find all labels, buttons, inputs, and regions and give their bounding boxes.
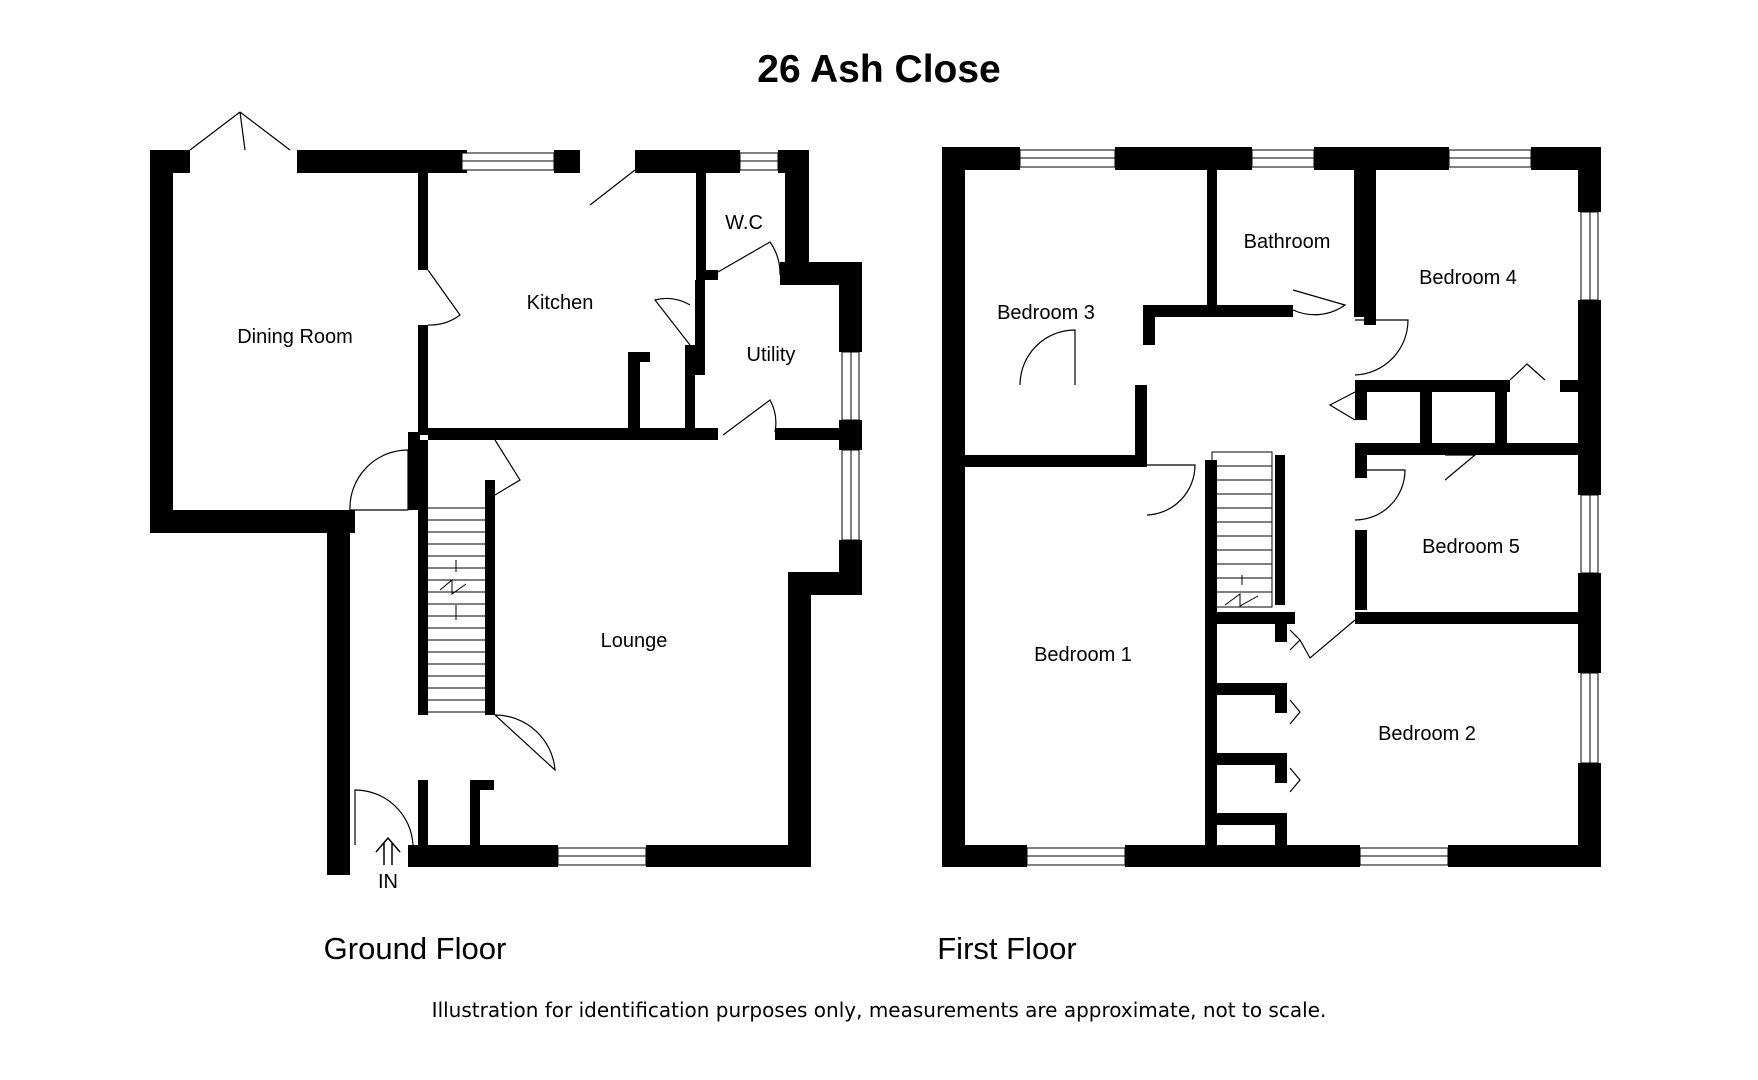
entrance-arrow-icon [375,836,401,865]
room-label-dining-room: Dining Room [237,326,353,348]
first-floor-doors [1019,289,1546,793]
room-label-kitchen: Kitchen [527,292,594,314]
room-label-bedroom-3: Bedroom 3 [997,302,1095,324]
room-label-bedroom-1: Bedroom 1 [1034,644,1132,666]
room-label-lounge: Lounge [601,630,668,652]
room-label-bedroom-4: Bedroom 4 [1419,267,1517,289]
ground-floor-caption: Ground Floor [324,931,507,966]
entrance-label: IN [378,871,398,893]
ground-floor-doors [189,111,781,846]
plan-title: 26 Ash Close [757,48,1000,91]
room-label-bedroom-5: Bedroom 5 [1422,536,1520,558]
room-label-bathroom: Bathroom [1244,231,1331,253]
disclaimer-note: Illustration for identification purposes… [432,998,1327,1022]
first-floor-plan: Bedroom 3 Bathroom Bedroom 4 Bedroom 5 B… [937,147,1601,966]
room-label-bedroom-2: Bedroom 2 [1378,723,1476,745]
staircase [1211,451,1273,608]
room-label-wc: W.C [725,212,763,234]
first-floor-caption: First Floor [937,931,1077,966]
room-label-utility: Utility [747,344,796,366]
ground-floor-plan: IN Dining Room Kitchen W.C Utility Loung… [150,111,862,966]
staircase [428,507,485,713]
